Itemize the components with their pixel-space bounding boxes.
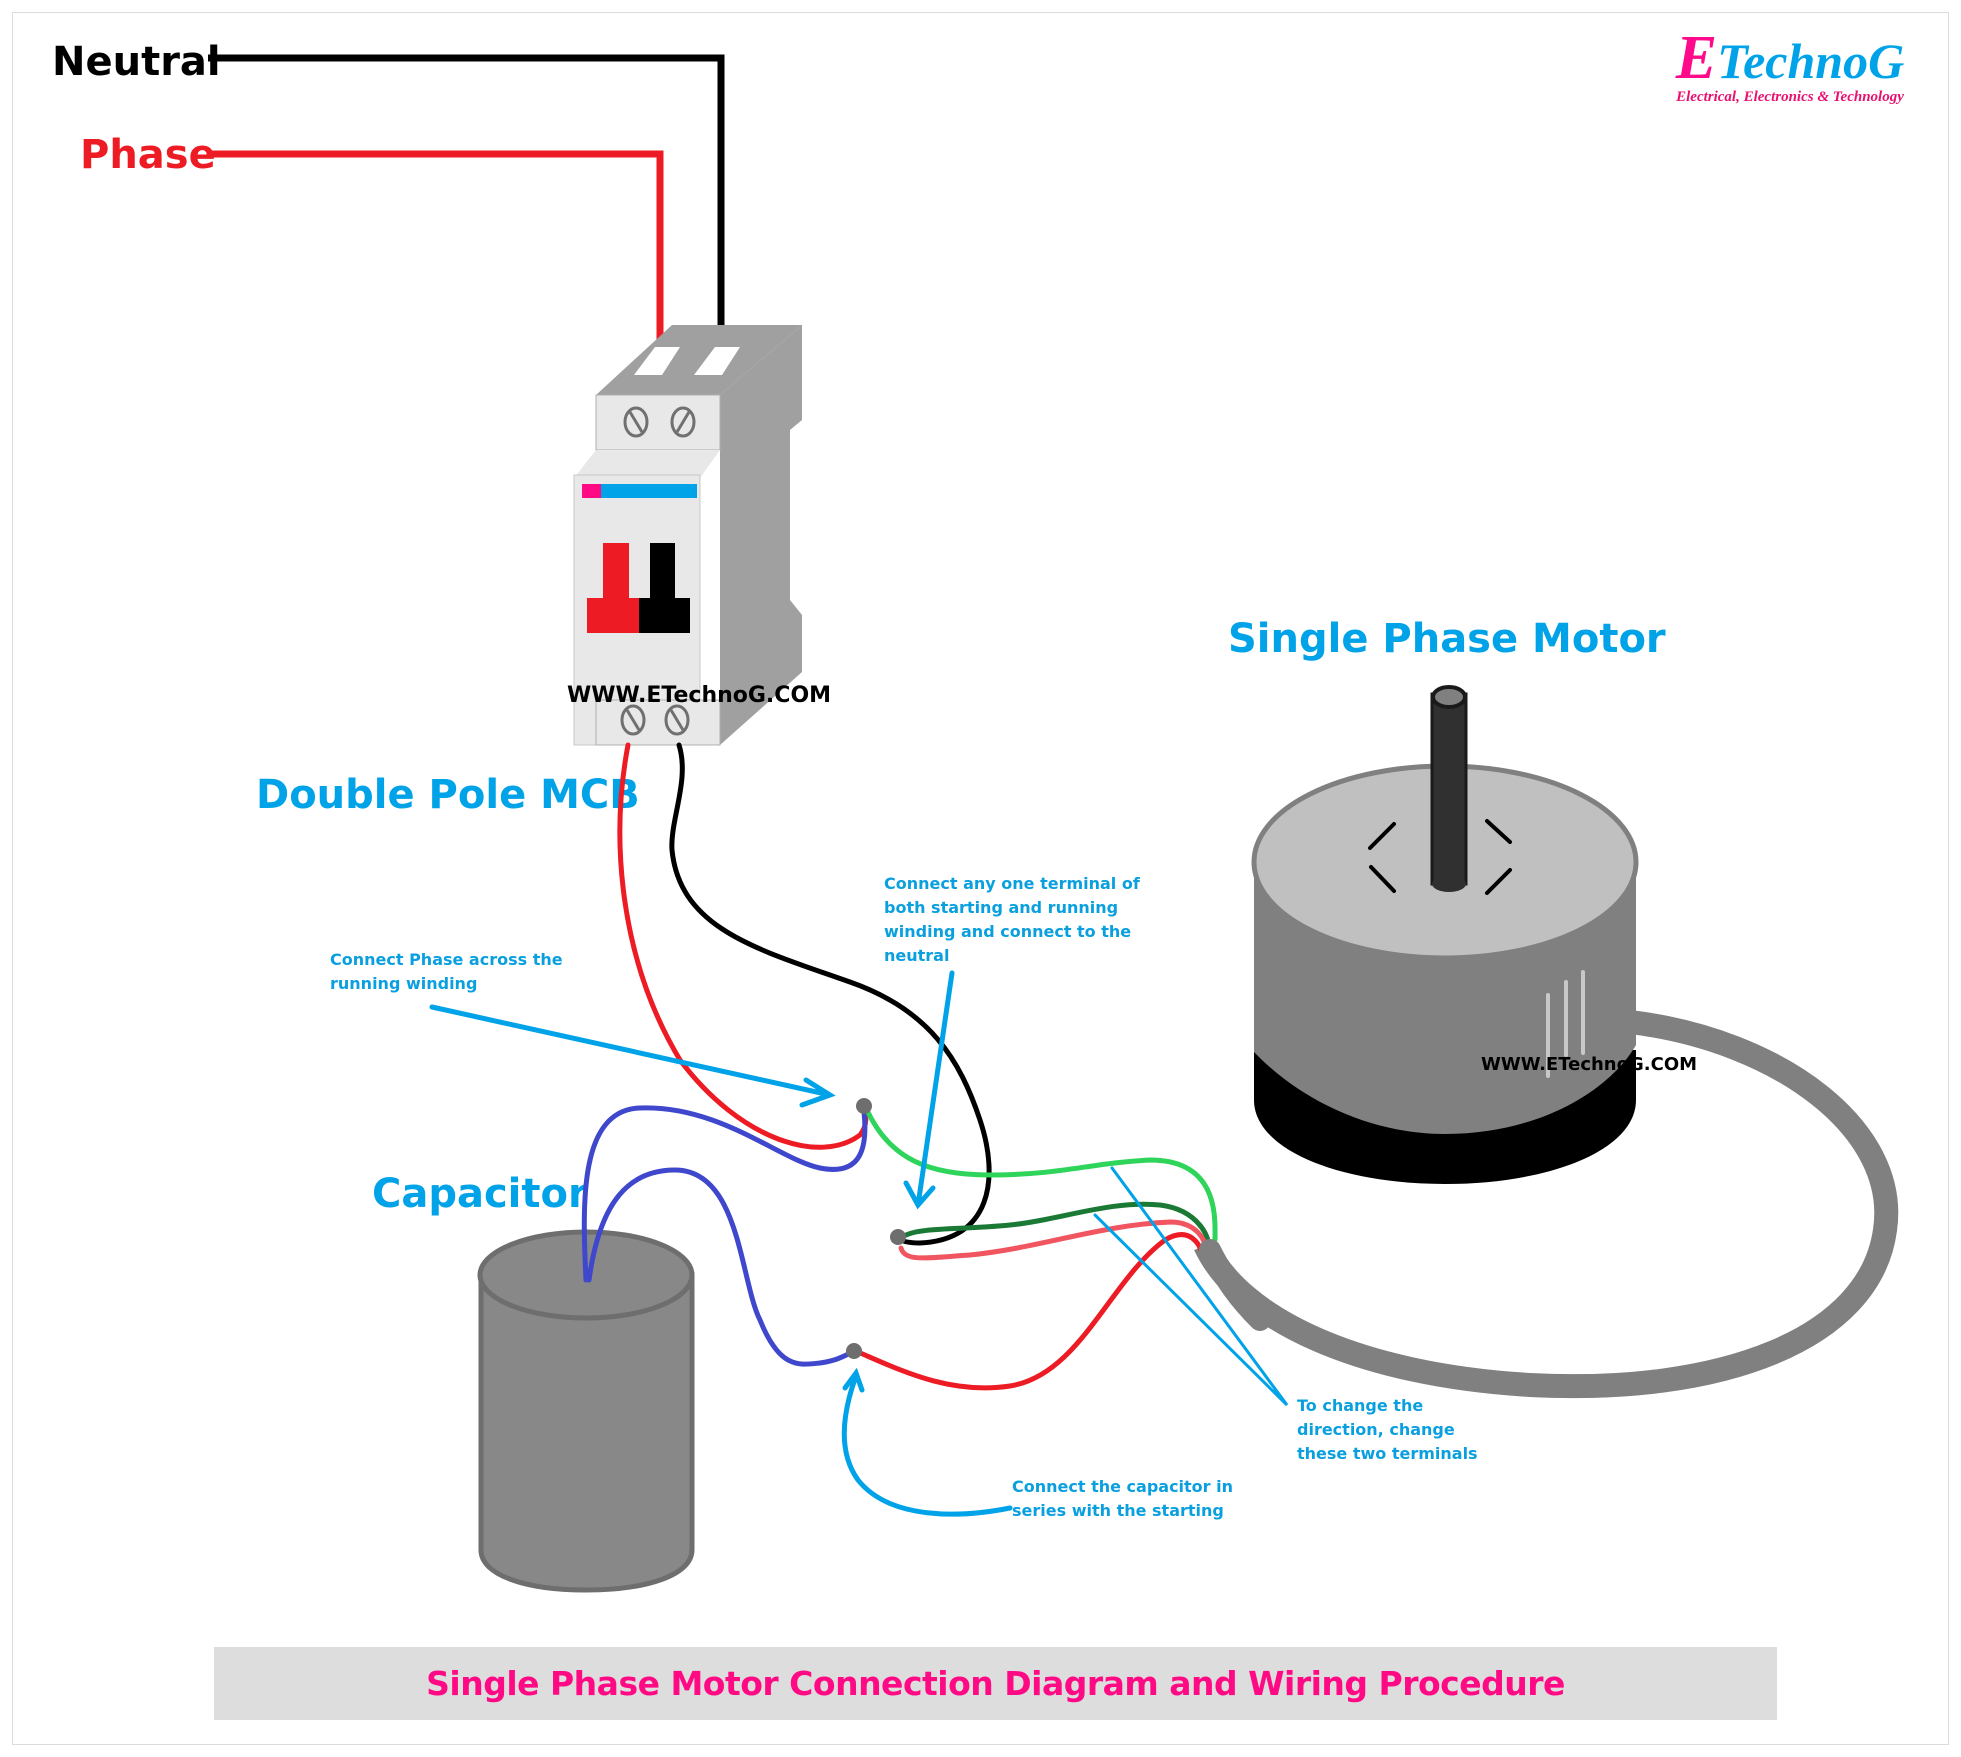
mcb-upper-terminal-block — [595, 394, 721, 451]
junction-phase[interactable] — [856, 1098, 872, 1114]
mcb-indicator-blue — [601, 484, 697, 498]
brand-logo[interactable]: ETechnoG Electrical, Electronics & Techn… — [1655, 27, 1925, 106]
capacitor-body — [478, 1272, 695, 1593]
supply-lines: Neutral Phase — [52, 39, 725, 370]
capacitor-note-arrow — [841, 1367, 1013, 1517]
neutral-label: Neutral — [52, 39, 221, 85]
direction-note-arrows — [1093, 1166, 1289, 1407]
phase-note: Connect Phase across the running winding — [330, 950, 568, 993]
junction-capacitor[interactable] — [846, 1343, 862, 1359]
neutral-note-arrow — [903, 970, 955, 1210]
capacitor — [477, 1229, 695, 1593]
capacitor-label: Capacitor — [372, 1171, 588, 1217]
logo-wordmark: ETechnoG — [1655, 27, 1925, 89]
phase-wire-to-running — [617, 742, 869, 1150]
phase-label: Phase — [80, 132, 216, 178]
logo-tagline: Electrical, Electronics & Technology — [1676, 89, 1904, 105]
motor-cable-loop — [1194, 1010, 1899, 1399]
motor-highlight-lines — [1546, 970, 1585, 1078]
wires — [581, 742, 1271, 1391]
running-winding-wire — [864, 1107, 1218, 1243]
phase-note-arrow — [429, 1004, 836, 1108]
mcb-shoulder — [574, 450, 720, 478]
junctions — [846, 1098, 906, 1359]
mcb-watermark: WWW.ETechnoG.COM — [567, 683, 831, 708]
junction-neutral[interactable] — [890, 1229, 906, 1245]
mcb-top-face — [596, 325, 802, 395]
logo-initial: E — [1675, 24, 1718, 92]
mcb-terminal-slot-1 — [634, 347, 680, 375]
phase-supply-wire — [208, 150, 664, 368]
neutral-note: Connect any one terminal of both startin… — [884, 874, 1145, 965]
annotation-notes: Connect Phase across the running winding… — [330, 874, 1478, 1520]
screw-icon — [664, 704, 690, 736]
capacitor-wire-2 — [586, 1167, 856, 1367]
motor-cable-stub — [1199, 1239, 1271, 1331]
mcb-neutral-toggle[interactable] — [639, 543, 690, 633]
mcb-phase-toggle[interactable] — [587, 543, 639, 633]
screw-icon — [670, 406, 696, 438]
diagram-frame — [12, 12, 1949, 1745]
neutral-supply-wire — [208, 54, 725, 370]
capacitor-wire-1 — [581, 1105, 868, 1283]
caption-bar: Single Phase Motor Connection Diagram an… — [214, 1647, 1777, 1720]
starting-winding-capacitor-wire — [855, 1232, 1206, 1391]
starting-winding-wire — [901, 1201, 1211, 1248]
capacitor-note: Connect the capacitor in series with the… — [1012, 1477, 1239, 1520]
motor-vent-marks — [1368, 819, 1512, 895]
logo-rest: TechnoG — [1717, 33, 1905, 89]
mcb-screws — [620, 406, 696, 736]
mcb-side-panel — [720, 325, 802, 745]
screw-icon — [623, 406, 649, 438]
double-pole-mcb: WWW.ETechnoG.COM — [567, 325, 831, 746]
mcb-indicator-pink — [582, 484, 601, 498]
diagram-title: Single Phase Motor Connection Diagram an… — [426, 1664, 1565, 1703]
mcb-lower-terminal-block — [595, 699, 721, 746]
single-phase-motor: WWW.ETechnoG.COM — [1194, 685, 1899, 1399]
winding-common-wire — [898, 1219, 1209, 1261]
motor-label: Single Phase Motor — [1228, 616, 1666, 662]
motor-watermark: WWW.ETechnoG.COM — [1481, 1054, 1697, 1075]
annotation-arrows — [429, 970, 1289, 1517]
neutral-wire — [669, 742, 992, 1246]
direction-note: To change the direction, change these tw… — [1297, 1396, 1478, 1463]
screw-icon — [620, 704, 646, 736]
mcb-label: Double Pole MCB — [256, 772, 640, 818]
motor-shaft — [1430, 685, 1468, 892]
mcb-terminal-slot-2 — [694, 347, 740, 375]
